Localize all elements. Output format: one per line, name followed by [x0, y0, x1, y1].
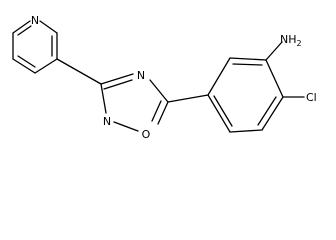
bond	[265, 41, 283, 61]
benzene-ring	[207, 57, 284, 133]
bond	[157, 101, 169, 125]
bond	[56, 58, 102, 85]
bond	[207, 57, 231, 96]
bond	[167, 94, 209, 103]
bond	[207, 94, 231, 133]
bond	[265, 59, 284, 98]
bond	[149, 79, 169, 103]
bond	[151, 100, 162, 122]
bond	[229, 57, 267, 61]
bond	[113, 121, 139, 132]
pyridine-nitrogen-label: N	[31, 14, 39, 27]
bond	[17, 25, 32, 36]
oxadiazole-ring	[100, 73, 169, 132]
bond	[100, 73, 134, 85]
bond	[17, 55, 36, 68]
bond	[12, 58, 36, 74]
bond	[39, 20, 58, 34]
bond	[232, 63, 263, 66]
bond	[213, 95, 233, 127]
structure-canvas: N N N O NH2 Cl	[12, 14, 317, 141]
oxadiazole-oxygen-label: O	[142, 128, 151, 141]
bond	[34, 58, 58, 74]
chloro-group-label: Cl	[306, 91, 317, 104]
bond	[12, 20, 31, 34]
chemical-structure: N N N O NH2 Cl	[12, 14, 317, 141]
amine-group-label: NH2	[280, 33, 302, 48]
oxadiazole-n4-label: N	[137, 69, 145, 82]
bond	[100, 83, 107, 114]
bond	[229, 129, 263, 133]
pyridine-ring	[12, 20, 58, 74]
bond	[261, 96, 284, 131]
oxadiazole-n2-label: N	[103, 115, 111, 128]
bond	[103, 79, 133, 90]
bond	[257, 96, 277, 126]
